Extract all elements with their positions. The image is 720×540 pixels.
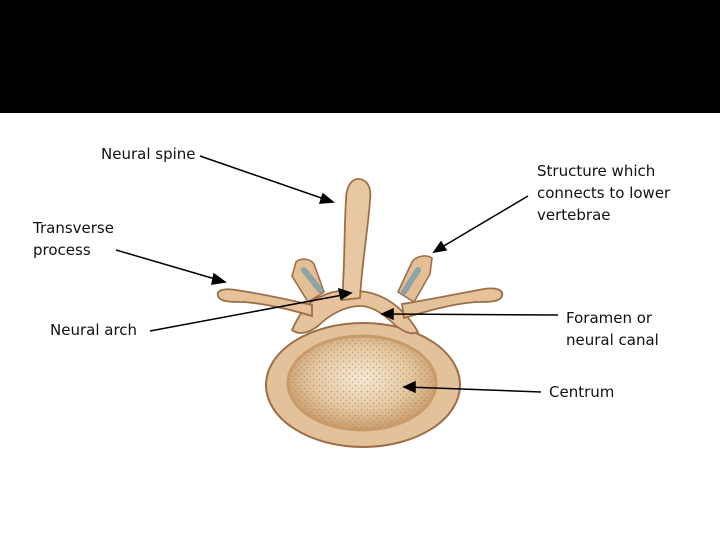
label-neural-arch: Neural arch (50, 319, 137, 341)
label-centrum: Centrum (549, 381, 614, 403)
label-neural-spine: Neural spine (101, 143, 196, 165)
label-transverse-process: Transverse process (33, 217, 114, 261)
arrow-neural-spine (320, 194, 333, 203)
leader-neural-spine (200, 156, 330, 201)
arrow-transverse-process (212, 274, 225, 284)
label-foramen: Foramen or neural canal (566, 307, 659, 351)
leader-foramen (385, 314, 558, 315)
articular-process-left-shape (292, 259, 324, 302)
articular-process-right-shape (398, 256, 432, 302)
neural-spine-shape (342, 179, 370, 300)
centrum-shape (266, 323, 460, 447)
arrow-structure-lower (434, 242, 446, 252)
leader-transverse-process (116, 250, 222, 281)
label-structure-lower-vertebrae: Structure which connects to lower verteb… (537, 160, 670, 226)
leader-structure-lower (437, 196, 528, 250)
